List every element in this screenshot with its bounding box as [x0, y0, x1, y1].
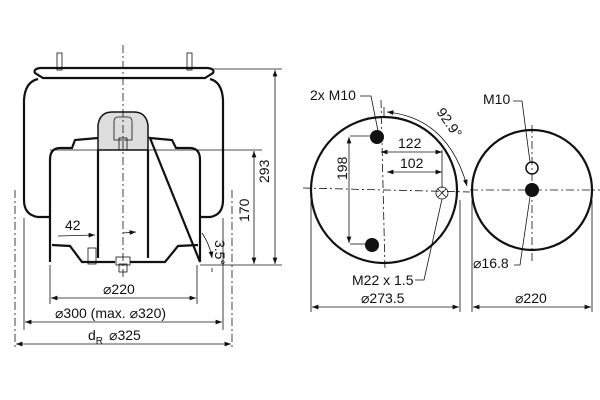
dim-170: 170: [236, 198, 252, 222]
dim-198: 198: [334, 156, 350, 180]
dim-dia-300: ⌀300 (max. ⌀320): [55, 305, 166, 321]
dim-dia-273-5: ⌀273.5: [361, 290, 405, 306]
dim-arc-92-9: [386, 110, 468, 187]
stud-right: [186, 52, 193, 71]
bolt-hole-m10: [525, 161, 539, 175]
bolts-label: 2x M10: [310, 87, 356, 103]
dim-dr-325: dR⌀325: [88, 327, 141, 347]
bolt-hole-top: [370, 130, 384, 144]
dim-dia-16-8: ⌀16.8: [473, 255, 509, 271]
dim-angle-3-5: 3.5°: [212, 240, 228, 265]
air-inlet-label: M22 x 1.5: [352, 272, 414, 288]
dim-102: 102: [400, 155, 424, 171]
top-view: 2x M10 92.9° 122 102 198 M22 x 1.5 ⌀273.…: [302, 87, 471, 312]
dim-42: 42: [65, 217, 81, 233]
dim-122: 122: [398, 135, 422, 151]
center-hole: [525, 183, 539, 197]
stud-left: [56, 52, 63, 71]
bolt-label-m10: M10: [483, 91, 510, 107]
piston: [48, 136, 202, 263]
bolt-hole-bottom: [365, 238, 379, 252]
bottom-view: M10 ⌀16.8 ⌀220: [470, 91, 600, 312]
dim-dia-220: ⌀220: [103, 281, 135, 297]
top-bead-plate: [33, 66, 215, 80]
dim-293: 293: [256, 159, 272, 183]
dim-angle-92-9: 92.9°: [434, 105, 466, 141]
bellows: [22, 77, 225, 219]
dim-dia-bottom-220: ⌀220: [515, 290, 547, 306]
side-view: 293 170 42 3.5° ⌀220 ⌀300 (max. ⌀320) dR…: [14, 45, 282, 350]
piston-base: [51, 243, 199, 264]
